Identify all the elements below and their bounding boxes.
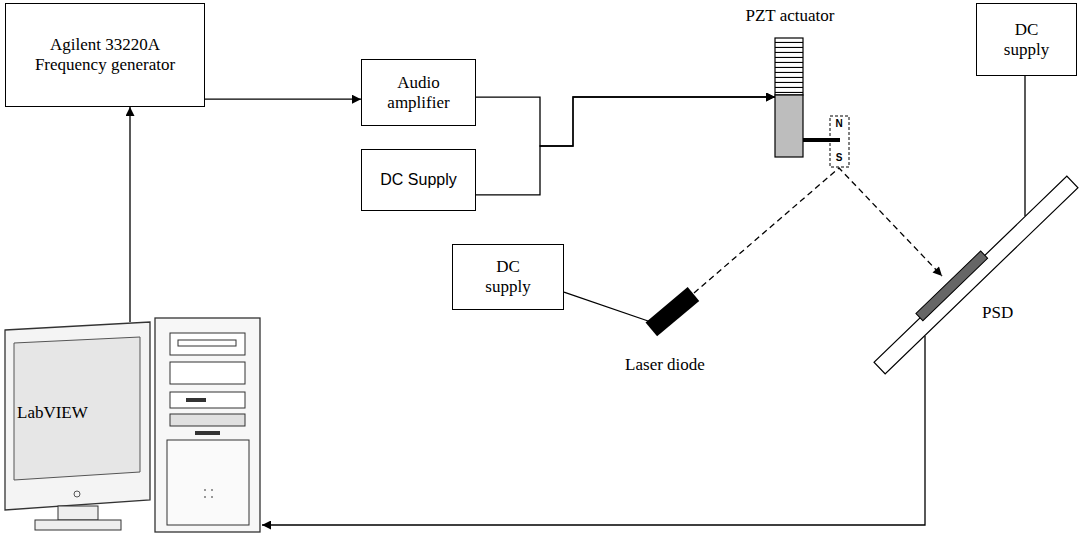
pole-label: N	[832, 118, 846, 130]
instrument-box: Agilent 33220A Frequency generator	[5, 3, 205, 107]
power-supply-box: DC supply	[452, 244, 564, 310]
node-text: DC Supply	[380, 171, 456, 189]
signal-wire	[205, 99, 361, 100]
node-text: Audio amplifier	[376, 73, 461, 112]
pole-label: S	[832, 152, 846, 164]
signal-wire	[262, 336, 925, 525]
signal-wire	[476, 97, 775, 146]
computer	[5, 318, 260, 532]
laser-diode: Laser diode	[605, 282, 725, 377]
power-supply-box: DC supply	[976, 3, 1077, 76]
laser-beam	[694, 168, 942, 293]
node-text: PSD	[982, 303, 1080, 323]
signal-wire	[129, 107, 130, 322]
node-text: DC supply	[478, 257, 538, 296]
computer: LabVIEW	[5, 318, 263, 532]
actuator-label: PZT actuator	[730, 4, 850, 34]
node-text: LabVIEW	[17, 403, 263, 423]
signal-wire	[1024, 76, 1025, 216]
signal-wire	[564, 292, 651, 322]
psd-sensor	[870, 172, 1078, 374]
position-sensor: PSD	[870, 175, 1080, 375]
laser-diode-body	[646, 287, 700, 336]
power-supply-box: DC Supply	[361, 149, 476, 211]
node-text: DC supply	[997, 20, 1057, 59]
signal-wire	[476, 97, 775, 195]
magnet	[830, 116, 849, 167]
node-text: Agilent 33220A Frequency generator	[30, 35, 180, 74]
process-box: Audio amplifier	[361, 59, 476, 126]
node-text: PZT actuator	[730, 6, 850, 26]
node-text: Laser diode	[605, 355, 725, 375]
